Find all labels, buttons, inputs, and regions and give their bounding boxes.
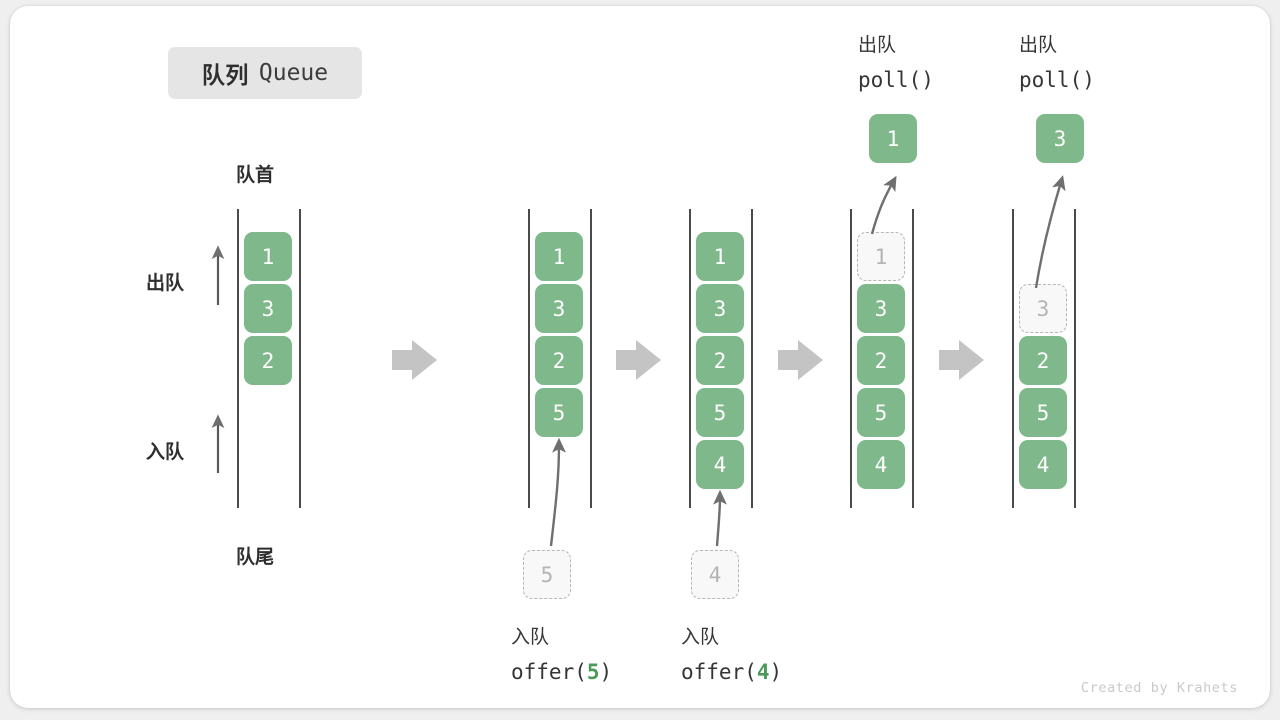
- diagram-title-en: Queue: [258, 60, 329, 86]
- caption-code: poll(): [858, 68, 934, 92]
- outgoing-cell: 1: [869, 114, 917, 163]
- queue-cell: 3: [535, 284, 583, 333]
- queue-cell-removed: 3: [1019, 284, 1067, 333]
- queue-cell: 4: [696, 440, 744, 489]
- code-suffix: ): [599, 660, 613, 684]
- queue-cell: 1: [244, 232, 292, 281]
- code-suffix: ): [769, 660, 783, 684]
- flow-arrow-2: [616, 340, 661, 380]
- rail-left: [237, 209, 239, 508]
- rail-right: [751, 209, 753, 508]
- caption-poll-1: 出队 poll(): [858, 28, 934, 98]
- queue-cell-removed: 1: [857, 232, 905, 281]
- queue-cell: 3: [696, 284, 744, 333]
- caption-cn: 出队: [1019, 35, 1058, 56]
- flow-arrow-1: [392, 340, 437, 380]
- rail-left: [689, 209, 691, 508]
- outgoing-cell: 3: [1036, 114, 1084, 163]
- label-queue-head: 队首: [236, 165, 275, 186]
- queue-cell: 1: [535, 232, 583, 281]
- rail-left: [850, 209, 852, 508]
- rail-right: [1074, 209, 1076, 508]
- caption-cn: 出队: [858, 35, 897, 56]
- caption-code: offer(4): [681, 655, 782, 690]
- code-prefix: offer(: [681, 660, 757, 684]
- label-enqueue-direction: 入队: [146, 442, 185, 463]
- queue-cell: 2: [857, 336, 905, 385]
- caption-offer-5: 入队 offer(5): [511, 620, 612, 690]
- queue-cell: 2: [696, 336, 744, 385]
- queue-cell: 2: [244, 336, 292, 385]
- code-number: 5: [586, 660, 600, 684]
- caption-code: poll(): [1019, 68, 1095, 92]
- dequeue-arrow-3: [1034, 175, 1066, 289]
- queue-cell: 2: [535, 336, 583, 385]
- queue-cell: 5: [857, 388, 905, 437]
- rail-right: [590, 209, 592, 508]
- rail-right: [299, 209, 301, 508]
- queue-cell: 2: [1019, 336, 1067, 385]
- queue-cell: 5: [696, 388, 744, 437]
- code-number: 4: [756, 660, 770, 684]
- queue-cell: 3: [244, 284, 292, 333]
- enqueue-arrow-4: [713, 489, 727, 547]
- dequeue-arrow-1: [870, 175, 897, 235]
- label-dequeue-direction: 出队: [146, 273, 185, 294]
- caption-offer-4: 入队 offer(4): [681, 620, 782, 690]
- label-queue-tail: 队尾: [236, 547, 275, 568]
- flow-arrow-3: [778, 340, 823, 380]
- caption-cn: 入队: [681, 627, 720, 648]
- caption-poll-3: 出队 poll(): [1019, 28, 1095, 98]
- rail-left: [1012, 209, 1014, 508]
- queue-cell: 1: [696, 232, 744, 281]
- caption-cn: 入队: [511, 627, 550, 648]
- code-prefix: offer(: [511, 660, 587, 684]
- diagram-title-chip: 队列 Queue: [168, 47, 362, 99]
- rail-left: [528, 209, 530, 508]
- caption-code: offer(5): [511, 655, 612, 690]
- incoming-ghost-cell: 4: [691, 550, 739, 599]
- queue-cell: 5: [535, 388, 583, 437]
- queue-cell: 4: [857, 440, 905, 489]
- enqueue-arrow-5: [549, 437, 566, 547]
- rail-right: [912, 209, 914, 508]
- queue-cell: 5: [1019, 388, 1067, 437]
- queue-cell: 4: [1019, 440, 1067, 489]
- flow-arrow-4: [939, 340, 984, 380]
- credit-text: Created by Krahets: [1080, 680, 1238, 696]
- incoming-ghost-cell: 5: [523, 550, 571, 599]
- diagram-title-cn: 队列: [201, 62, 249, 88]
- queue-cell: 3: [857, 284, 905, 333]
